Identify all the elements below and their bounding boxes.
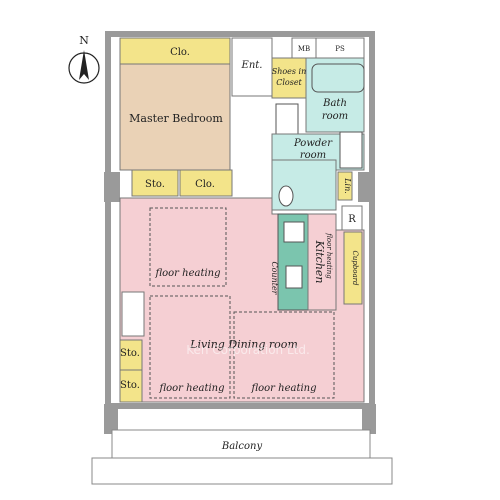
label-mb: MB xyxy=(298,45,310,53)
pillar-left xyxy=(104,172,120,202)
label-living-dining: Living Dining room xyxy=(189,338,298,351)
label-floor-heating-1: floor heating xyxy=(154,268,220,279)
label-master-bedroom: Master Bedroom xyxy=(129,112,223,125)
label-ps: PS xyxy=(335,45,345,53)
balcony-rail xyxy=(91,457,393,485)
label-ent: Ent. xyxy=(241,60,263,71)
closet-top xyxy=(119,37,231,65)
cupboard xyxy=(343,231,363,305)
floor-heating-zone-2 xyxy=(149,295,231,399)
balcony xyxy=(111,429,371,459)
compass-icon xyxy=(68,50,100,84)
closet-mid xyxy=(179,169,233,197)
label-clo-mid: Clo. xyxy=(195,179,215,190)
kitchen-sink-icon xyxy=(285,265,303,289)
pillar-bottom-left xyxy=(104,404,118,434)
compass-north-label: N xyxy=(79,34,89,47)
label-floor-heating-3: floor heating xyxy=(250,383,316,394)
label-cupboard: Cupboard xyxy=(351,250,359,286)
bathtub-icon xyxy=(311,63,365,93)
label-sto-left-1: Sto. xyxy=(120,348,140,359)
entrance xyxy=(231,37,273,97)
label-shoes-1: Shoes in xyxy=(272,67,307,76)
label-kitchen: Kitchen xyxy=(313,240,326,284)
storage-mid xyxy=(131,169,179,197)
label-powder-1: Powder xyxy=(293,138,333,149)
label-shoes-2: Closet xyxy=(276,78,302,87)
label-powder-2: room xyxy=(300,150,326,161)
floor-heating-zone-3 xyxy=(233,311,335,399)
shoes-closet xyxy=(271,57,307,99)
pillar-bottom-right xyxy=(362,404,376,434)
pillar-right xyxy=(358,172,374,202)
label-bath-1: Bath xyxy=(322,98,347,109)
label-counter: Counter xyxy=(270,261,279,295)
label-bath-2: room xyxy=(322,111,348,122)
label-clo-top: Clo. xyxy=(170,47,190,58)
washer-icon xyxy=(275,103,299,135)
label-r: R xyxy=(348,214,356,225)
storage-left-2 xyxy=(119,369,143,403)
label-sto-left-2: Sto. xyxy=(120,380,140,391)
label-balcony: Balcony xyxy=(221,441,263,452)
master-bedroom xyxy=(119,63,231,171)
label-kitchen-floor-heating: floor heating xyxy=(325,232,333,279)
floor-heating-zone-1 xyxy=(149,207,227,287)
sink-icon xyxy=(339,131,363,169)
kitchen xyxy=(307,213,337,311)
label-sto-mid: Sto. xyxy=(145,179,165,190)
left-panel xyxy=(121,291,145,337)
toilet-icon xyxy=(278,185,294,207)
label-lin: Lin. xyxy=(343,177,352,194)
stove-icon xyxy=(283,221,305,243)
label-floor-heating-2: floor heating xyxy=(158,383,224,394)
watermark: Ken Corporation Ltd. xyxy=(186,343,310,357)
linen xyxy=(337,171,353,201)
outer-wall xyxy=(105,31,375,409)
